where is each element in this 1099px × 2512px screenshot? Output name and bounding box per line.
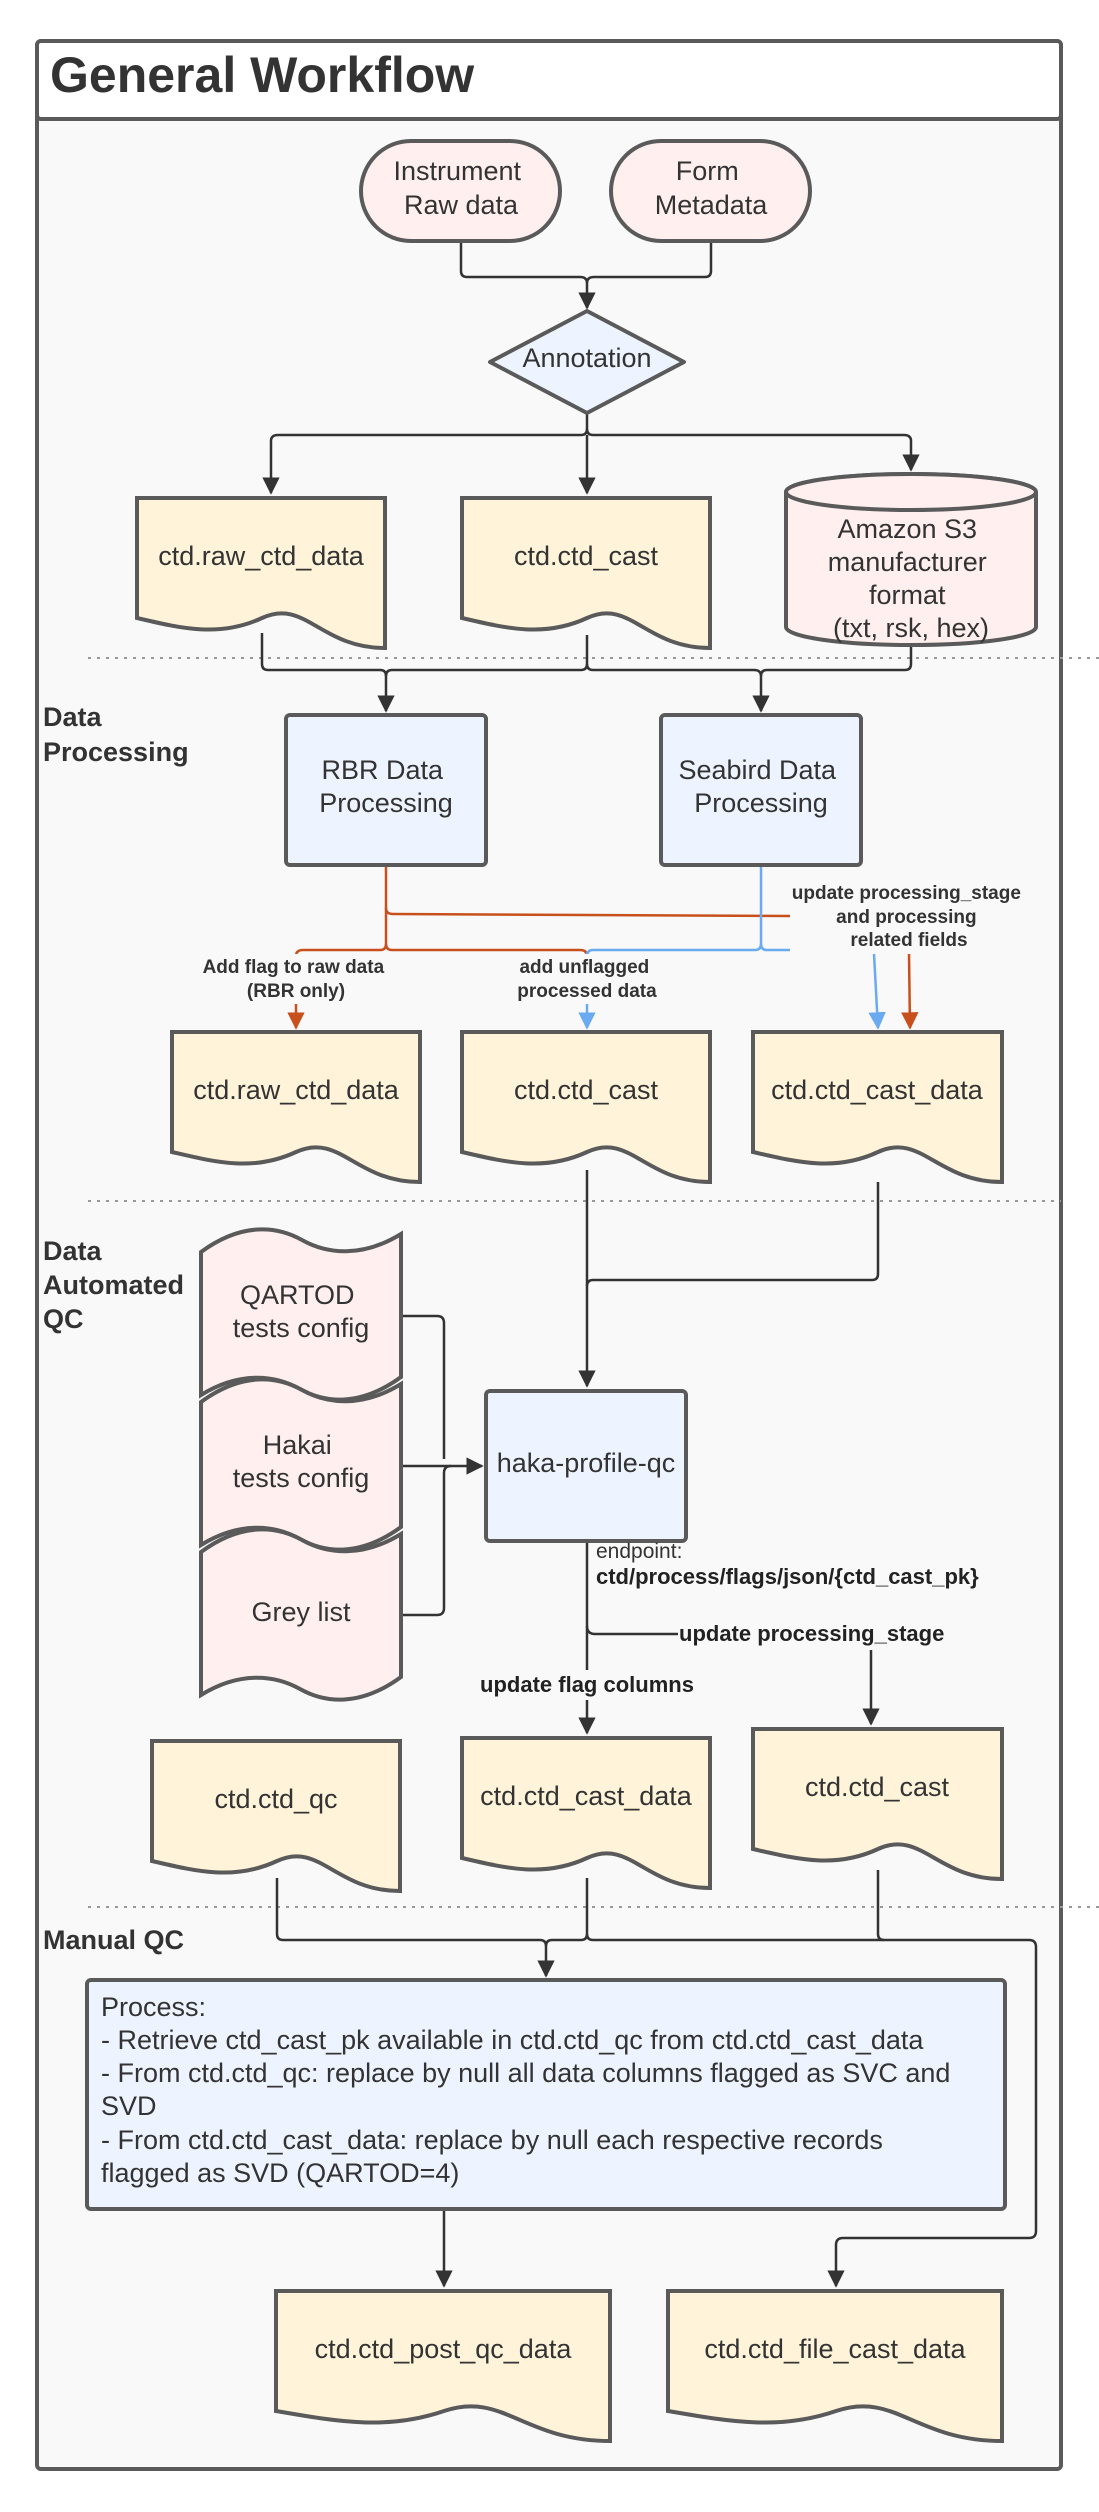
node-annotation — [488, 309, 686, 415]
node-ctd-cast-2 — [460, 1030, 712, 1185]
node-process-text: Process: - Retrieve ctd_cast_pk availabl… — [101, 1992, 958, 2188]
lane-label-data-processing: Data Processing — [43, 702, 189, 767]
lane-label-data-automated-qc: Data Automated QC — [43, 1236, 192, 1334]
node-raw-ctd-data-1-label: ctd.raw_ctd_data — [158, 541, 365, 571]
node-ctd-cast-1 — [460, 496, 712, 651]
node-rbr-data-processing-label: RBR Data Processing — [319, 755, 453, 818]
node-rbr-data-processing — [284, 713, 488, 867]
node-amazon-s3-label: Amazon S3 manufacturer format (txt, rsk,… — [828, 514, 995, 643]
edge-rbr-to-ctd-cast-data — [384, 907, 792, 918]
node-ctd-cast-3-label: ctd.ctd_cast — [805, 1772, 950, 1802]
edge-amazon-s3-to-seabird — [759, 640, 913, 677]
edges — [260, 241, 1038, 2288]
edge-label-bg-update-fields — [790, 876, 1030, 954]
node-amazon-s3-top — [784, 472, 1038, 512]
edge-label-endpoint-path: ctd/process/flags/json/{ctd_cast_pk} — [596, 1564, 979, 1589]
edge-label-update-processing-stage: update processing_stage — [679, 1621, 944, 1646]
node-grey-list — [199, 1527, 403, 1702]
node-ctd-post-qc-data — [274, 2289, 612, 2444]
lane-label-manual-qc: Manual QC — [43, 1925, 184, 1955]
node-form-metadata — [609, 139, 812, 243]
node-process — [85, 1978, 1007, 2211]
edge-qartod-to-haka — [403, 1314, 446, 1459]
edge-seabird-to-ctd-cast-data — [759, 943, 791, 952]
node-ctd-file-cast-data-label: ctd.ctd_file_cast_data — [704, 2334, 966, 2364]
node-ctd-cast-data-1 — [751, 1030, 1004, 1185]
node-seabird-data-processing-label: Seabird Data Processing — [678, 755, 843, 818]
node-qartod-tests-config-label: QARTOD tests config — [233, 1280, 370, 1343]
edge-label-update-flag-columns: update flag columns — [480, 1672, 694, 1697]
edge-grey-list-to-haka — [403, 1464, 452, 1617]
node-ctd-cast-data-2 — [460, 1736, 712, 1891]
diagram-title: General Workflow — [50, 47, 474, 103]
edge-label-bg-update-flag-columns — [474, 1670, 702, 1700]
edge-label-endpoint: endpoint: — [596, 1540, 682, 1563]
edge-label-bg-add-unflagged — [510, 954, 664, 1004]
node-raw-ctd-data-1 — [135, 496, 387, 651]
node-ctd-qc-label: ctd.ctd_qc — [214, 1784, 337, 1814]
node-ctd-cast-3 — [751, 1727, 1004, 1882]
node-seabird-data-processing — [659, 713, 863, 867]
node-ctd-file-cast-data — [666, 2289, 1004, 2444]
edge-label-add-unflagged: add unflagged processed data — [517, 957, 657, 1002]
edge-ctd-cast-data-to-file-cast-data — [585, 1933, 1038, 2288]
node-haka-profile-qc — [484, 1389, 688, 1543]
node-ctd-qc — [150, 1739, 402, 1894]
node-annotation-label: Annotation — [522, 343, 651, 373]
node-ctd-cast-2-label: ctd.ctd_cast — [514, 1075, 659, 1105]
edge-haka-to-ctd-cast — [585, 1625, 678, 1636]
edge-label-bg-add-flag — [200, 954, 394, 1004]
edge-annotation-to-amazon-s3 — [585, 428, 920, 472]
node-raw-ctd-data-2-label: ctd.raw_ctd_data — [193, 1075, 400, 1105]
edge-rbr-to-ctd-cast-data-stage — [901, 953, 919, 1030]
node-ctd-cast-data-1-label: ctd.ctd_cast_data — [771, 1075, 984, 1105]
node-instrument-raw-data — [359, 139, 562, 243]
node-ctd-cast-data-2-label: ctd.ctd_cast_data — [480, 1781, 693, 1811]
node-ctd-post-qc-data-label: ctd.ctd_post_qc_data — [315, 2334, 573, 2364]
edge-ctd-cast-to-file-cast-data — [876, 1870, 885, 1942]
node-ctd-cast-1-label: ctd.ctd_cast — [514, 541, 659, 571]
edge-ctd-cast-data-to-haka — [585, 1182, 880, 1287]
edge-form-to-annotation — [585, 241, 713, 284]
title-bar — [35, 39, 1063, 121]
node-grey-list-label: Grey list — [251, 1597, 351, 1627]
edge-label-update-processing-stage-fields: update processing_stage and processing r… — [792, 883, 1026, 951]
node-hakai-tests-config-label: Hakai tests config — [233, 1430, 370, 1493]
node-form-metadata-label: Form Metadata — [655, 156, 769, 220]
node-haka-profile-qc-label: haka-profile-qc — [497, 1448, 676, 1478]
edge-seabird-to-ctd-cast-data-stage — [868, 953, 886, 1030]
node-raw-ctd-data-2 — [170, 1030, 422, 1185]
edge-label-add-flag: Add flag to raw data (RBR only) — [203, 957, 390, 1002]
node-instrument-raw-data-label: Instrument Raw data — [393, 156, 528, 220]
